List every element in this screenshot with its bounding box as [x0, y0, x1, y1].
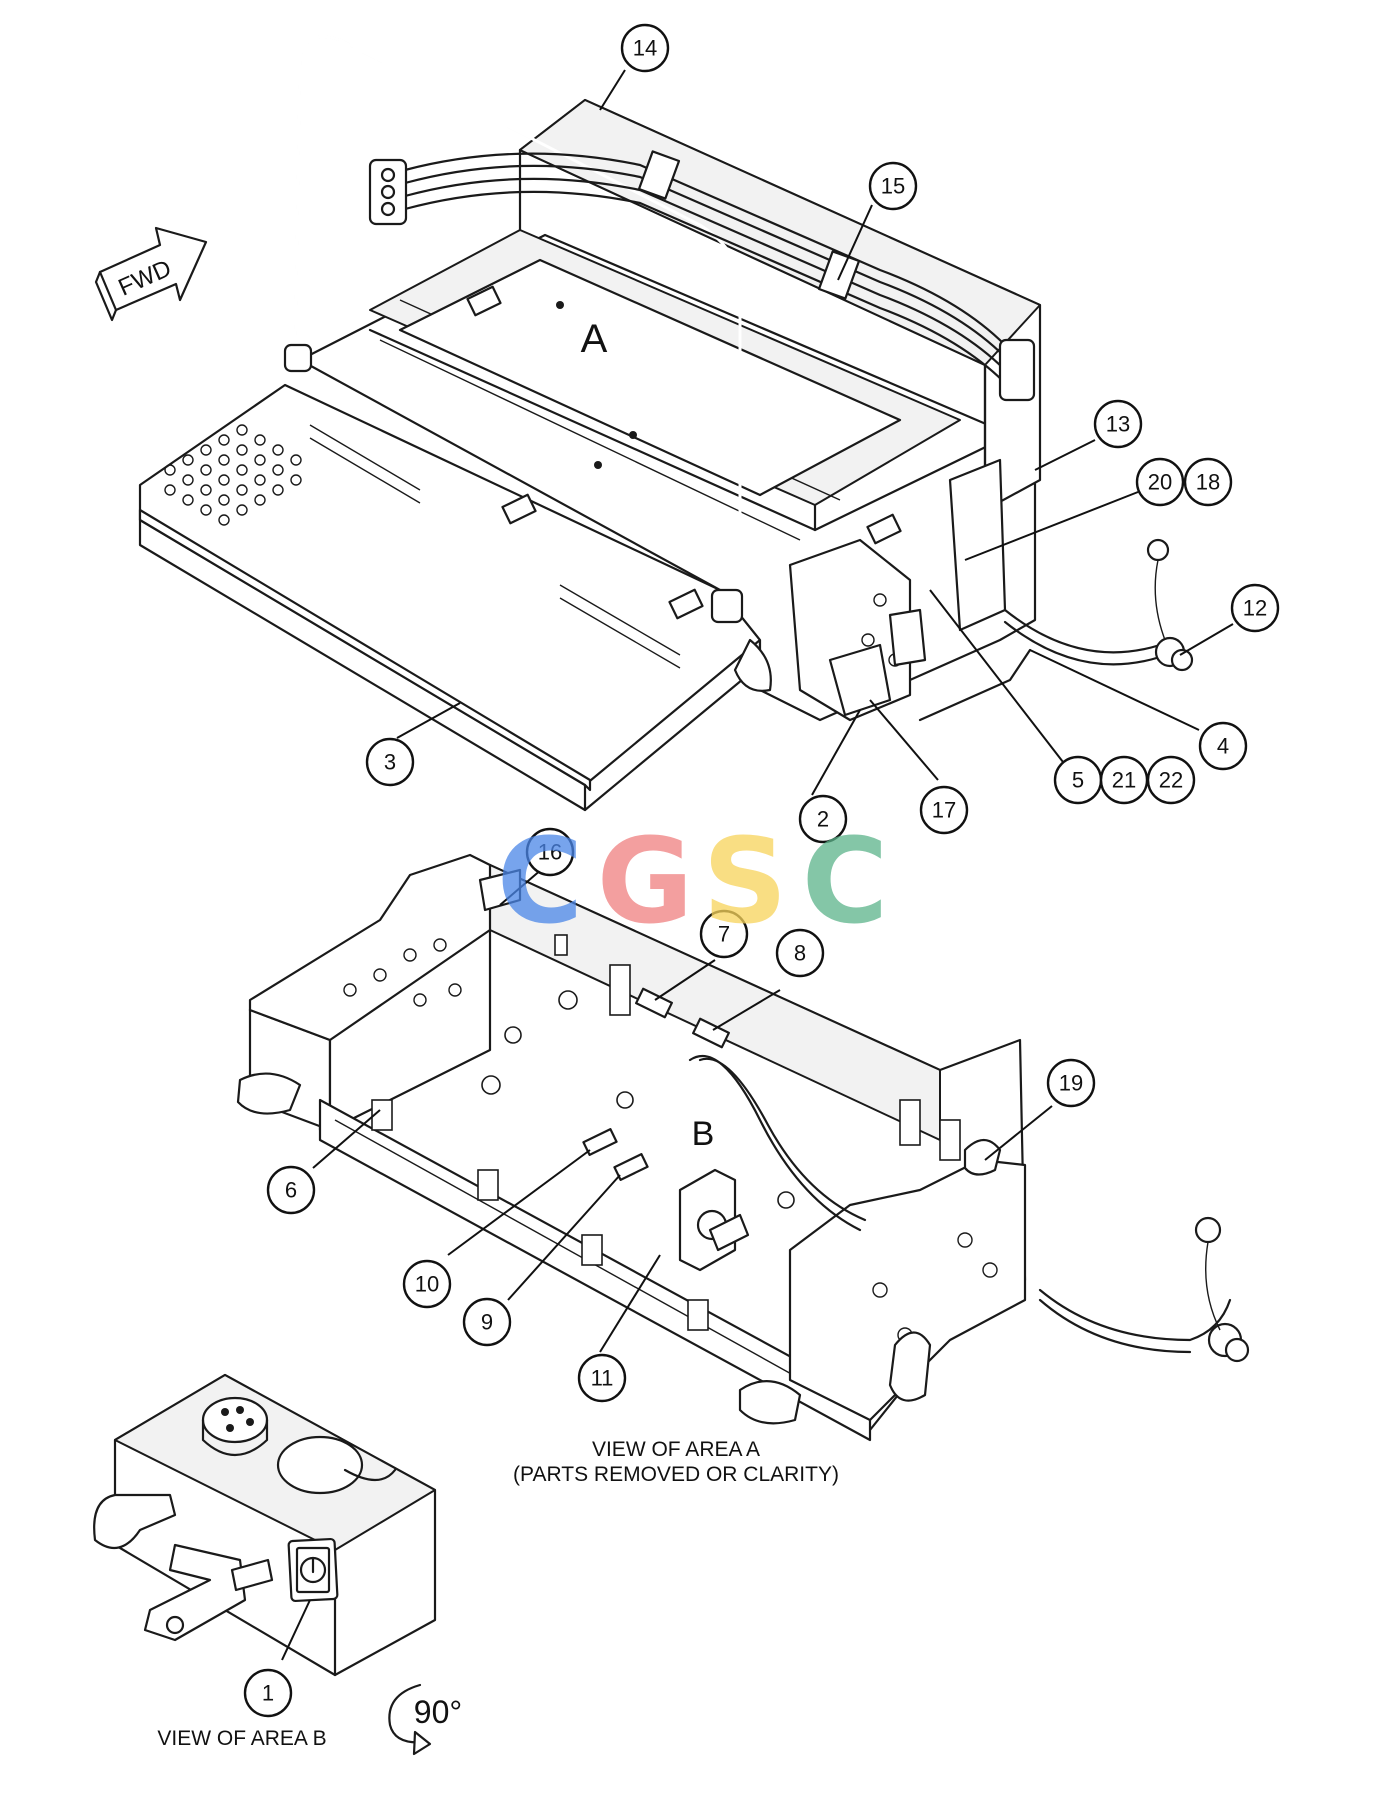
watermark-letter-1: C	[497, 812, 584, 950]
callout-10: 10	[402, 1259, 452, 1309]
callout-9: 9	[462, 1297, 512, 1347]
watermark-logo: C G S C	[497, 812, 889, 950]
svg-text:11: 11	[591, 1366, 614, 1391]
callout-17: 17	[919, 785, 969, 835]
upper-assembly-drawing	[138, 35, 1194, 812]
callout-11: 11	[577, 1353, 627, 1403]
svg-text:9: 9	[481, 1310, 493, 1335]
view-a-caption-line1: VIEW OF AREA A	[592, 1438, 760, 1461]
callout-13: 13	[1093, 399, 1143, 449]
watermark-letter-4: C	[802, 812, 889, 950]
svg-text:16: 16	[538, 840, 562, 865]
svg-text:8: 8	[794, 941, 806, 966]
step-hole-pattern	[164, 424, 302, 526]
svg-text:10: 10	[415, 1272, 439, 1297]
callout-16: 16	[525, 827, 575, 877]
svg-text:3: 3	[384, 750, 396, 775]
hose-bundle	[368, 150, 1036, 402]
callout-1: 1	[243, 1668, 293, 1718]
callout-8: 8	[775, 928, 825, 978]
callout-20: 20	[1135, 457, 1185, 507]
svg-text:18: 18	[1196, 470, 1220, 495]
callout-15: 15	[868, 161, 918, 211]
svg-text:12: 12	[1243, 596, 1267, 621]
callout-2: 2	[798, 794, 848, 844]
watermark-letter-2: G	[597, 812, 694, 950]
svg-text:21: 21	[1112, 768, 1136, 793]
svg-text:19: 19	[1059, 1071, 1083, 1096]
callout-14: 14	[620, 23, 670, 73]
area-b-marker: B	[692, 1115, 715, 1153]
svg-text:1: 1	[262, 1681, 274, 1706]
callout-7: 7	[699, 909, 749, 959]
svg-text:22: 22	[1159, 768, 1183, 793]
callout-5: 5	[1053, 755, 1103, 805]
svg-text:14: 14	[633, 36, 657, 61]
svg-text:6: 6	[285, 1178, 297, 1203]
view-a-caption-line2: (PARTS REMOVED OR CLARITY)	[513, 1463, 839, 1486]
callout-6: 6	[266, 1165, 316, 1215]
rotation-label: 90°	[414, 1694, 462, 1730]
svg-text:7: 7	[718, 922, 730, 947]
forward-direction-arrow: FWD	[94, 226, 208, 322]
view-b-caption: VIEW OF AREA B	[157, 1727, 326, 1750]
svg-text:2: 2	[817, 807, 829, 832]
callout-19: 19	[1046, 1058, 1096, 1108]
watermark-letter-3: S	[703, 812, 788, 950]
callout-12: 12	[1230, 583, 1280, 633]
rotation-arrow-icon	[388, 1683, 432, 1756]
svg-text:15: 15	[881, 174, 905, 199]
area-b-detail-drawing	[93, 1373, 437, 1677]
callout-21: 21	[1099, 755, 1149, 805]
lower-assembly-drawing	[236, 853, 1250, 1442]
leader-lines	[281, 69, 1234, 1661]
svg-text:4: 4	[1217, 734, 1229, 759]
svg-text:5: 5	[1072, 768, 1084, 793]
svg-text:17: 17	[932, 798, 956, 823]
area-a-marker: A	[581, 317, 608, 361]
svg-text:13: 13	[1106, 412, 1130, 437]
callout-18: 18	[1183, 457, 1233, 507]
callout-3: 3	[365, 737, 415, 787]
callout-22: 22	[1146, 755, 1196, 805]
callout-4: 4	[1198, 721, 1248, 771]
svg-text:20: 20	[1148, 470, 1172, 495]
